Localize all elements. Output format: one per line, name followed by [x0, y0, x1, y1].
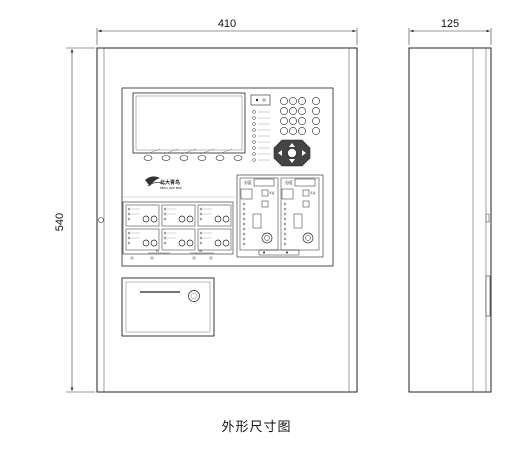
brand-name-en: BEIDA JADE BIRD	[160, 186, 182, 190]
width-dimension: 410	[96, 18, 358, 45]
width-label: 410	[218, 18, 236, 30]
printer-knob-icon	[188, 290, 200, 302]
height-label: 540	[54, 213, 66, 231]
front-view: 北大青鸟 BEIDA JADE BIRD	[96, 47, 358, 393]
zone-label-b: 分区	[285, 179, 293, 185]
brand-name-cn: 北大青鸟	[160, 179, 180, 186]
numeric-keypad	[280, 97, 320, 135]
side-hinge	[485, 213, 490, 223]
drawing-caption: 外形尺寸图	[221, 420, 292, 435]
zone-module-panel: 分区 手动 分区 手动	[236, 174, 324, 258]
manual-label-b: 手动	[310, 191, 316, 195]
side-handle	[485, 275, 491, 317]
status-led-column	[252, 110, 256, 162]
key-switch-icon-a	[261, 232, 273, 244]
lcd-screen	[132, 92, 246, 154]
bus-label-fb: FB	[199, 249, 202, 253]
module-leds	[127, 207, 203, 245]
soft-keys	[143, 155, 243, 161]
brand-logo: 北大青鸟 BEIDA JADE BIRD	[145, 176, 182, 190]
navigation-pad-icon	[273, 139, 311, 167]
zone-label-a: 分区	[244, 179, 252, 185]
loop-module-panel: FA FB	[122, 201, 234, 260]
status-indicator-box	[250, 94, 271, 106]
printer-unit	[121, 277, 215, 337]
side-view	[408, 47, 492, 393]
depth-label: 125	[441, 18, 459, 30]
module-buttons	[142, 215, 230, 247]
height-dimension: 540	[54, 47, 95, 393]
manual-label-a: 手动	[269, 191, 275, 195]
bus-label-fa: FA	[156, 249, 159, 253]
soft-key-slots	[145, 148, 233, 155]
door-lock-icon	[98, 217, 104, 223]
depth-dimension: 125	[408, 18, 492, 45]
key-switch-icon-b	[302, 232, 314, 244]
